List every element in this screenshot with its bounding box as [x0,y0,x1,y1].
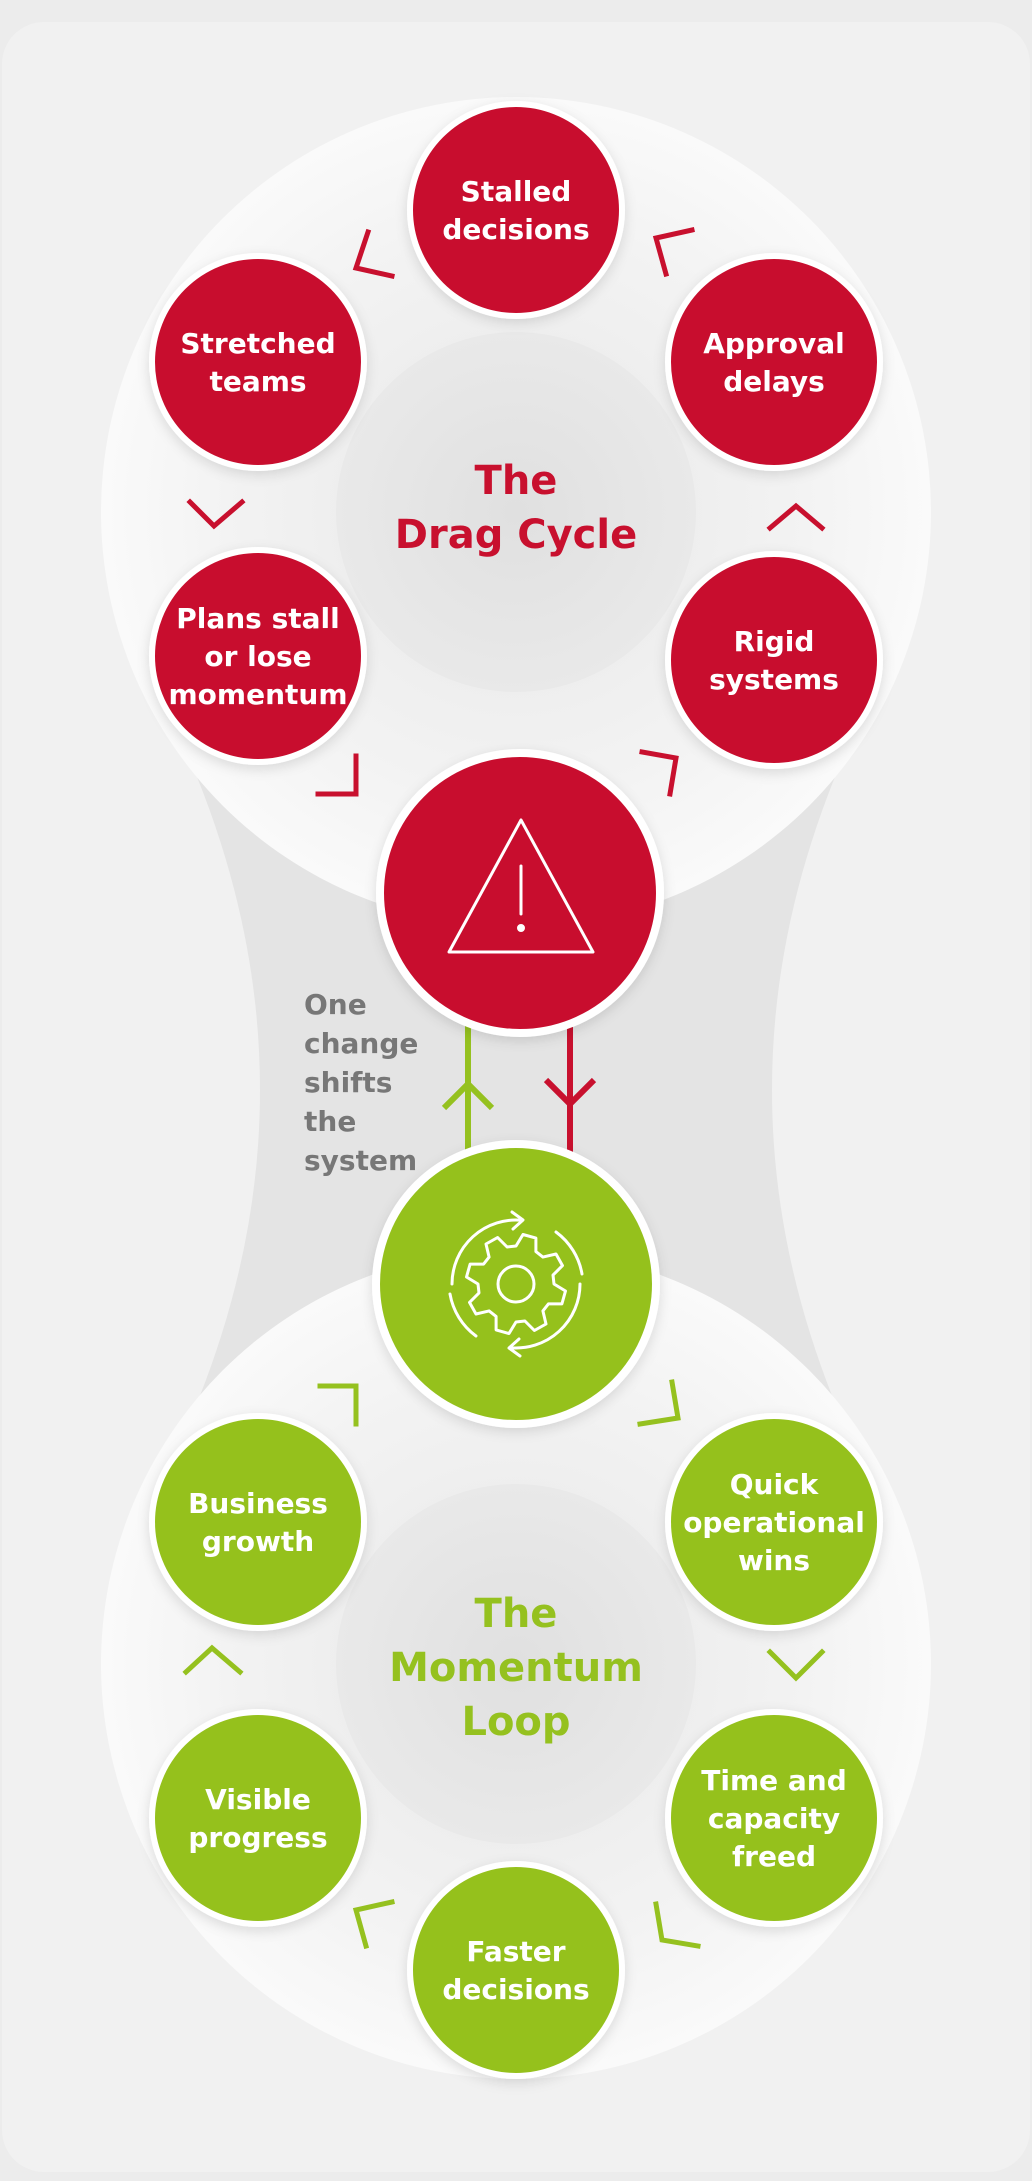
gear-icon [465,1233,567,1335]
momentum-loop-node-label: Business [188,1487,328,1520]
note-line: the [304,1105,356,1138]
drag-cycle-node-label: Stretched [180,327,335,360]
drag-cycle-node-label: Plans stall [176,602,340,635]
momentum-loop-node-label: decisions [442,1973,589,2006]
momentum-loop-node-label: freed [732,1840,816,1873]
drag-cycle-title-line2: Drag Cycle [395,512,637,558]
momentum-loop-node: Visible progress [149,1709,367,1927]
drag-cycle-node: Rigid systems [665,551,883,769]
drag-cycle-node-label: momentum [168,678,347,711]
momentum-loop-hub [372,1140,660,1428]
momentum-loop-node-circle [665,1413,883,1631]
chevron-icon [315,753,359,797]
drag-cycle-node-label: delays [723,365,825,398]
momentum-loop-node-label: Visible [205,1783,311,1816]
momentum-loop-node-label: Faster [466,1935,565,1968]
cycle-arrow-icon [554,1230,584,1276]
momentum-loop-node-label: Time and [701,1764,846,1797]
momentum-loop-node-label: capacity [708,1802,840,1835]
drag-cycle-node-label: or lose [204,640,311,673]
momentum-loop-node-circle [149,1413,367,1631]
momentum-loop-node-label: progress [188,1821,327,1854]
cycle-arrow-icon [448,1292,478,1338]
chevron-icon [186,498,246,530]
momentum-loop-node-label: Quick [730,1468,820,1501]
chevron-icon [653,1901,701,1949]
link-arrows [441,1012,597,1160]
momentum-loop-node: Time and capacity freed [665,1709,883,1927]
drag-cycle-node: Plans stall or lose momentum [149,547,367,765]
momentum-loop-node: Faster decisions [407,1861,625,2079]
drag-cycle-node: Stalled decisions [407,101,625,319]
drag-cycle-node-circle [149,547,367,765]
note-line: One [304,988,367,1021]
momentum-loop-arrows [182,1379,826,1950]
momentum-loop-node: Quick operational wins [665,1413,883,1631]
drag-cycle-node-label: Stalled [461,175,572,208]
momentum-loop-node: Business growth [149,1413,367,1631]
drag-cycle-hub [376,749,664,1037]
note-line: shifts [304,1066,392,1099]
chevron-icon [639,749,679,797]
momentum-loop-node-circle [407,1861,625,2079]
drag-cycle-node-circle [407,101,625,319]
chevron-icon [352,1899,395,1950]
momentum-loop-node-label: growth [202,1525,314,1558]
arrow-up-icon [441,1079,495,1111]
drag-cycle-node-circle [149,253,367,471]
link-note: One change shifts the system [304,988,418,1177]
momentum-hub-circle [372,1140,660,1428]
drag-cycle-title: The Drag Cycle [395,458,637,558]
gear-cycle-icon [448,1210,584,1358]
drag-cycle-center [336,332,696,692]
chevron-icon [637,1379,681,1427]
note-line: change [304,1027,418,1060]
drag-cycle-node-label: teams [209,365,306,398]
drag-cycle-node-label: decisions [442,213,589,246]
momentum-loop-node-circle [149,1709,367,1927]
momentum-loop-title: The Momentum Loop [389,1591,643,1745]
drag-cycle-node: Stretched teams [149,253,367,471]
chevron-icon [766,502,826,532]
momentum-loop-title-line2: Momentum [389,1645,643,1691]
hourglass-connector [190,760,842,1420]
cycle-arrow-icon [450,1218,524,1286]
chevron-icon [352,228,395,279]
momentum-loop-node-label: wins [738,1544,810,1577]
note-line: system [304,1144,417,1177]
momentum-loop-title-line1: The [475,1591,558,1637]
chevron-icon [317,1383,359,1427]
momentum-loop-node-circle [665,1709,883,1927]
drag-cycle-node: Approval delays [665,253,883,471]
drag-cycle-node-label: Rigid [734,625,815,658]
momentum-loop-node-label: operational [683,1506,865,1539]
warning-triangle-icon [447,818,595,954]
drag-cycle-title-line1: The [475,458,558,504]
drag-cycle-arrows [186,227,826,797]
drag-cycle-node-label: Approval [703,327,845,360]
chevron-icon [652,227,695,278]
momentum-loop-title-line3: Loop [461,1699,570,1745]
drag-cycle-node-circle [665,253,883,471]
momentum-loop-center [336,1484,696,1844]
chevron-icon [182,1644,244,1676]
drag-cycle-node-circle [665,551,883,769]
drag-cycle-node-label: systems [709,663,839,696]
chevron-icon [766,1648,826,1682]
cycle-arrow-icon [508,1282,582,1350]
arrow-down-icon [543,1077,597,1109]
